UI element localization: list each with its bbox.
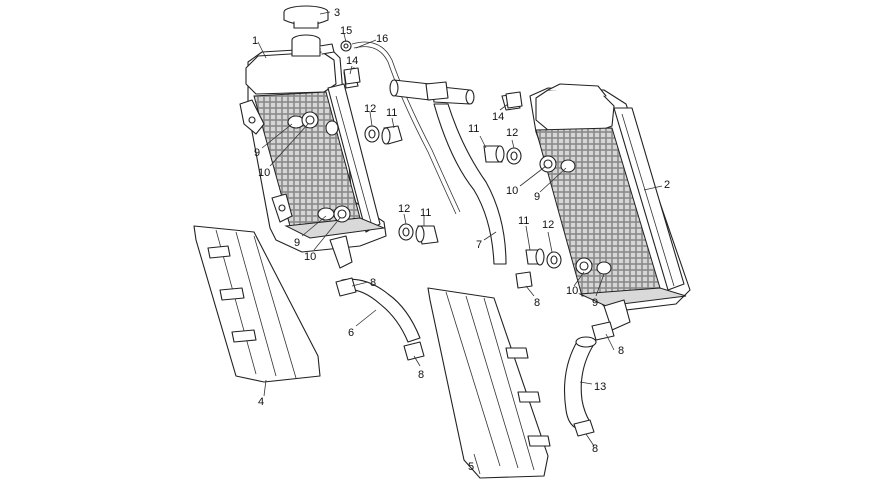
hose-7: [433, 103, 507, 265]
left-grommet-upper: [325, 120, 339, 136]
callout-9-right-lower: 9: [592, 297, 598, 309]
callout-labels: 1 2 3 4 5 6 7 8 8 8 8 8 9 9 9 9 10 10 10…: [252, 7, 670, 473]
callout-11-right-upper: 11: [468, 123, 479, 135]
callout-8-left-hose-top: 8: [370, 277, 376, 289]
radiator-cap: [283, 5, 329, 29]
bushing-upper-right: [483, 145, 522, 165]
callout-12-left-upper: 12: [364, 103, 376, 115]
clamp-14-left: [343, 67, 361, 85]
bushing-lower-right: [525, 248, 562, 269]
callout-8-right-hose-top: 8: [618, 345, 624, 357]
callout-7: 7: [476, 239, 482, 251]
clamp-14-right: [505, 91, 523, 109]
callout-10-right-upper: 10: [506, 185, 518, 197]
callout-14-left: 14: [346, 55, 358, 67]
left-radiator-bolt-upper: [287, 111, 319, 129]
bushing-lower-left: [398, 223, 439, 245]
right-radiator-bolt-lower: [575, 257, 612, 275]
callout-15: 15: [340, 25, 352, 37]
small-clamp-15: [340, 40, 352, 52]
callout-13: 13: [594, 381, 606, 393]
left-radiator: [239, 34, 387, 269]
callout-8-left-hose-bottom: 8: [418, 369, 424, 381]
callout-11-left-upper: 11: [386, 107, 397, 119]
hose-13: [563, 321, 615, 437]
callout-8-right-hose-bottom: 8: [592, 443, 598, 455]
callout-9-left-upper: 9: [254, 147, 260, 159]
radiator-guard-right: [427, 287, 551, 479]
callout-6: 6: [348, 327, 354, 339]
callout-10-left-lower: 10: [304, 251, 316, 263]
callout-9-right-upper: 9: [534, 191, 540, 203]
callout-11-right-lower: 11: [518, 215, 529, 227]
hose-6: [335, 277, 425, 361]
callout-12-left-lower: 12: [398, 203, 410, 215]
callout-16: 16: [376, 33, 388, 45]
callout-1: 1: [252, 35, 258, 47]
callout-5: 5: [468, 461, 474, 473]
right-radiator: [529, 83, 691, 331]
overflow-hose: [351, 41, 461, 215]
callout-12-right-lower: 12: [542, 219, 554, 231]
callout-11-left-lower: 11: [420, 207, 431, 219]
callout-2: 2: [664, 179, 670, 191]
radiator-guard-left: [193, 225, 321, 383]
callout-8-hose-7: 8: [534, 297, 540, 309]
clamp-8-mid: [515, 271, 533, 289]
upper-connector-hose: [343, 67, 521, 111]
left-radiator-bolt-lower: [317, 205, 351, 223]
callout-14-right: 14: [492, 111, 504, 123]
callout-9-left-lower: 9: [294, 237, 300, 249]
bushing-upper-left: [364, 125, 403, 145]
callout-10-left-upper: 10: [258, 167, 270, 179]
callout-12-right-upper: 12: [506, 127, 518, 139]
callout-10-right-lower: 10: [566, 285, 578, 297]
callout-4: 4: [258, 396, 264, 408]
callout-3: 3: [334, 7, 340, 19]
leader-lines: [257, 11, 663, 475]
